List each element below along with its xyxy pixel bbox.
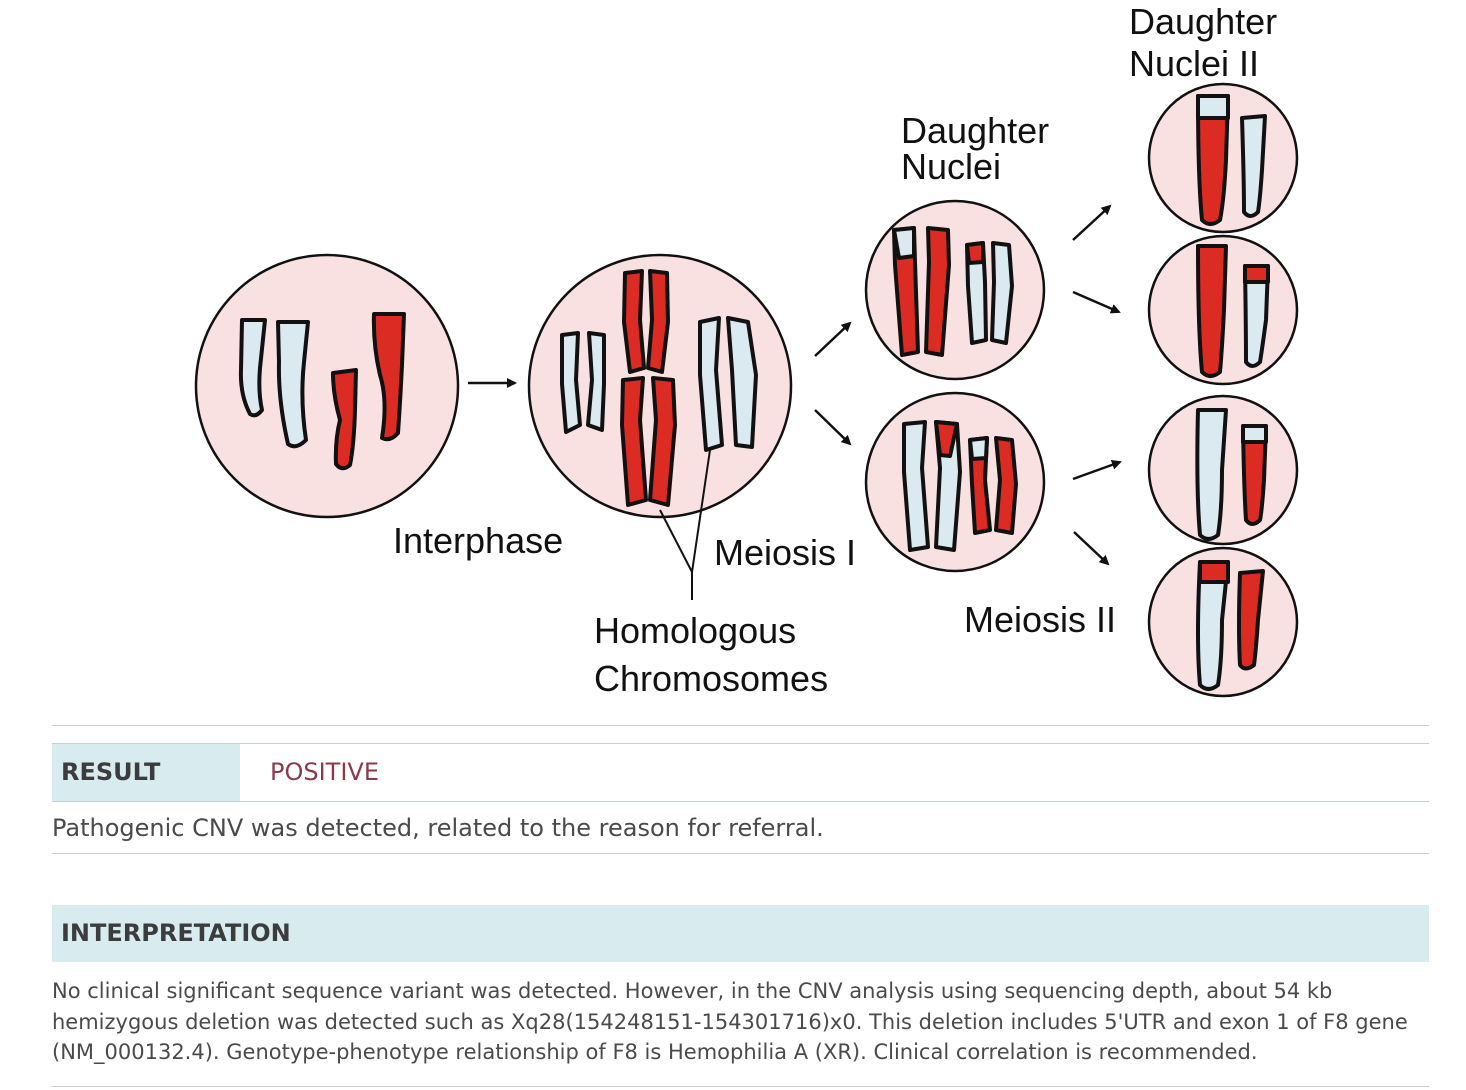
homologous-pointer	[659, 449, 711, 600]
arrow-to-daughter-top	[814, 321, 852, 357]
arrow-to-daughter-ii-4	[1073, 531, 1110, 566]
interphase-chromosome	[238, 318, 267, 418]
result-summary: Pathogenic CNV was detected, related to …	[52, 814, 824, 842]
meiosis-diagram: Interphase Meiosis I Homologous Chromoso…	[194, 1, 1299, 699]
daughter-bottom-chromosomes	[902, 420, 1018, 552]
interphase-chromosome	[371, 312, 406, 442]
homolog-pair-blue-small	[560, 331, 606, 434]
interphase-chromosome	[276, 320, 310, 449]
label-homologous-line1: Homologous	[594, 610, 796, 651]
arrow-to-daughter-ii-3	[1072, 460, 1122, 481]
arrow-to-daughter-ii-2	[1072, 290, 1121, 314]
interphase-chromosome	[331, 368, 358, 471]
interpretation-line: (NM_000132.4). Genotype-phenotype relati…	[52, 1040, 1258, 1064]
arrow-to-daughter-ii-1	[1072, 204, 1112, 241]
daughter-ii-4-chromosomes	[1196, 560, 1265, 691]
label-daughter-nuclei-line1: Daughter	[901, 110, 1049, 151]
daughter-ii-3-chromosomes	[1195, 408, 1268, 541]
divider	[52, 725, 1429, 726]
daughter-ii-2-chromosomes	[1196, 244, 1270, 378]
homolog-pair-red-bottom	[620, 376, 677, 507]
interpretation-line: hemizygous deletion was detected such as…	[52, 1009, 1408, 1034]
label-daughter-nuclei-line2: Nuclei	[901, 146, 1001, 187]
interpretation-header: INTERPRETATION	[52, 905, 1429, 962]
label-homologous-line2: Chromosomes	[594, 658, 828, 699]
arrow-to-daughter-bottom	[814, 409, 852, 446]
label-meiosis-ii: Meiosis II	[964, 599, 1116, 640]
homolog-pair-red-top	[622, 269, 670, 374]
result-value: POSITIVE	[270, 758, 379, 786]
interpretation-line: No clinical significant sequence variant…	[52, 979, 1333, 1003]
divider	[52, 853, 1429, 854]
daughter-top-chromosomes	[892, 226, 1014, 357]
daughter-ii-1-chromosomes	[1196, 94, 1267, 226]
homolog-pair-blue-large	[698, 316, 758, 452]
label-daughter-nuclei-ii-line2: Nuclei II	[1129, 43, 1259, 84]
result-label: RESULT	[52, 744, 240, 801]
label-meiosis-i: Meiosis I	[714, 532, 856, 573]
divider	[52, 743, 1429, 744]
daughter-nucleus-top	[864, 199, 1046, 381]
label-daughter-nuclei-ii-line1: Daughter	[1129, 1, 1277, 42]
interpretation-text: No clinical significant sequence variant…	[52, 976, 1452, 1068]
interphase-cell	[194, 253, 460, 519]
divider	[52, 1086, 1429, 1087]
divider	[52, 801, 1429, 802]
label-interphase: Interphase	[393, 520, 563, 561]
interpretation-label: INTERPRETATION	[61, 919, 291, 947]
